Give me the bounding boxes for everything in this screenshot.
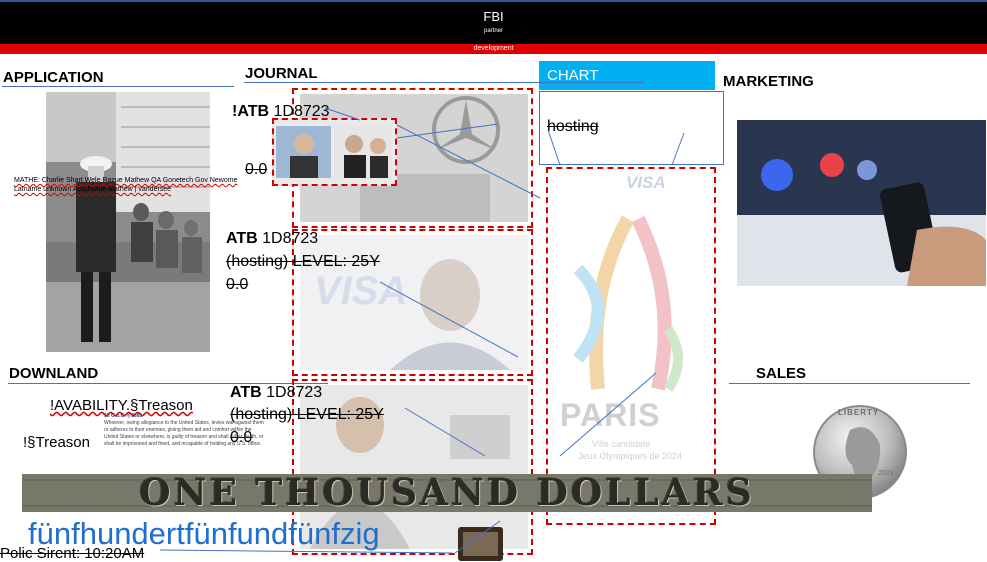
poster-city: PARIS — [560, 397, 661, 433]
section-sales: SALES — [756, 365, 807, 382]
application-photo — [46, 92, 210, 352]
journal-box-1[interactable] — [292, 88, 533, 228]
entry-3-label: ATB — [230, 384, 262, 401]
entry-1-code: 1D8723 — [273, 103, 330, 120]
underline-journal — [244, 82, 644, 83]
entry-2-label: ATB — [226, 230, 258, 247]
coin-year: 2023 — [878, 470, 894, 477]
bill-text: ONE THOUSAND DOLLARS — [139, 472, 755, 514]
coin-top-text: LIBERTY — [838, 408, 880, 417]
availability-text: !AVABILITY.§Treason — [50, 397, 193, 414]
tv-icon — [458, 527, 503, 561]
section-journal: JOURNAL — [245, 65, 318, 82]
big-number-word: fünfhundertfünfundfünfzig — [28, 516, 380, 551]
bill-banner — [22, 474, 872, 512]
section-application: APPLICATION — [3, 69, 104, 86]
journal-entry-3-line2: (hosting) LEVEL: 25Y — [230, 406, 384, 423]
entry-3-code: 1D8723 — [266, 384, 323, 401]
journal-entry-3-title: ATB 1D8723 — [230, 384, 322, 402]
usc-text: Whoever, owing allegiance to the United … — [104, 420, 264, 447]
hosting-text: hosting — [547, 118, 599, 135]
usc-heading: 18 U.S.C. § 2381 — [104, 413, 143, 419]
visa-card-text: VISA — [314, 269, 408, 313]
visa-portrait-photo: VISA — [300, 235, 528, 370]
brand-subtitle: partner — [483, 28, 503, 34]
availability-label: !AVABILITY.§Treason — [50, 397, 193, 414]
underline-sales — [729, 383, 970, 384]
journal-entry-2-title: ATB 1D8723 — [226, 230, 318, 248]
journal-entry-3-value: 0.0 — [230, 429, 253, 446]
mercedes-photo — [300, 94, 528, 222]
application-caption: MATHE: Charlie Shart Wele Razue Mathew Q… — [14, 176, 264, 194]
section-downland: DOWNLAND — [9, 365, 99, 382]
band-label: development — [473, 45, 514, 52]
poster-visa-text: VISA — [626, 173, 666, 192]
entry-1-label: !ATB — [232, 103, 270, 120]
chart-header[interactable]: CHART — [539, 61, 715, 90]
portraits-box[interactable] — [272, 118, 397, 186]
journal-entry-1-title: !ATB 1D8723 — [232, 103, 330, 121]
poster-line1: Ville candidate — [592, 439, 651, 449]
journal-entry-2-value: 0.0 — [226, 276, 249, 293]
underline-downland — [8, 383, 328, 384]
section-marketing: MARKETING — [723, 73, 814, 90]
chart-underline — [536, 82, 644, 83]
paris-poster-box[interactable]: VISA PARIS Ville candidate Jeux Olympiqu… — [546, 167, 716, 525]
poster-line2: Jeux Olympiques de 2024 — [578, 451, 683, 461]
red-band — [0, 44, 987, 54]
footer-status: Polic Sirent: 10:20AM — [0, 545, 145, 562]
speaker-photo — [300, 385, 528, 549]
brand-title: FBI — [483, 9, 504, 24]
treason-label: !§Treason — [23, 434, 90, 451]
top-bar — [0, 0, 987, 44]
journal-entry-2-line2: (hosting) LEVEL: 25Y — [226, 253, 380, 270]
hosting-box[interactable] — [539, 91, 724, 165]
application-caption-text: MATHE: Charlie Shart Wele Razue Mathew Q… — [14, 177, 238, 193]
underline-application — [2, 86, 234, 87]
journal-box-3[interactable] — [292, 379, 533, 555]
journal-entry-1-value: 0.0 — [245, 161, 268, 178]
journal-box-2[interactable]: VISA — [292, 229, 533, 376]
entry-2-code: 1D8723 — [262, 230, 319, 247]
paris-logo-graphic — [573, 215, 683, 392]
usc-excerpt: 18 U.S.C. § 2381 Whoever, owing allegian… — [104, 413, 266, 448]
marketing-photo — [737, 120, 986, 286]
